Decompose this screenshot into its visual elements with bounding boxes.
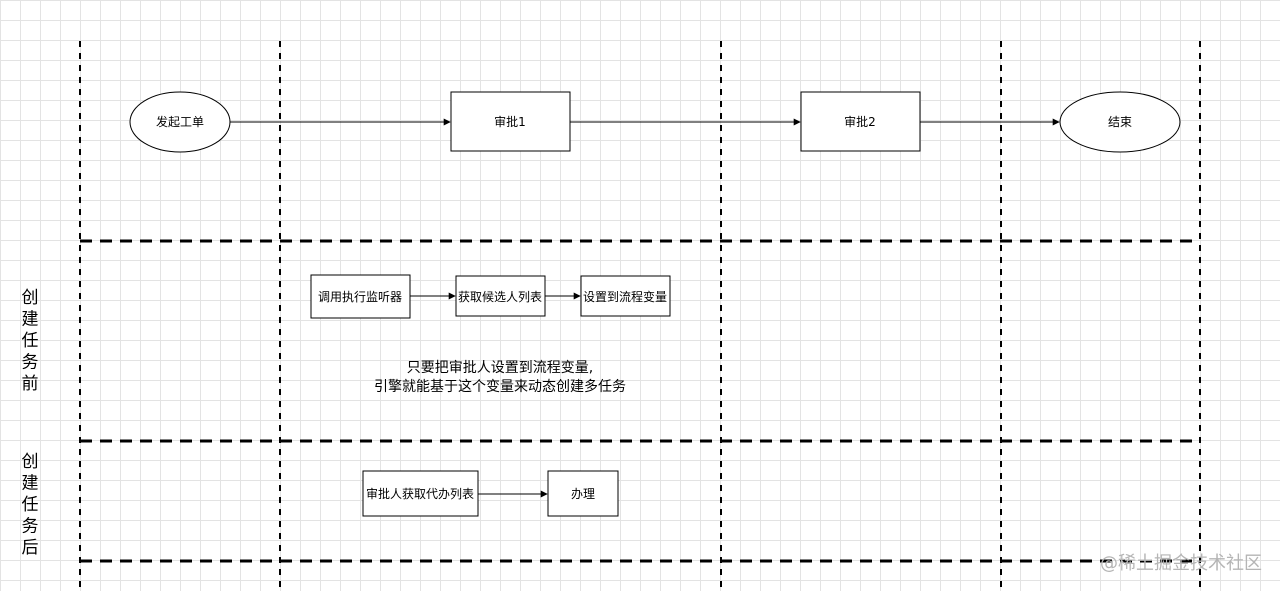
start-node-label: 发起工单: [156, 114, 204, 129]
listener-node-label: 调用执行监听器: [318, 290, 402, 304]
set-variable-node[interactable]: [580, 275, 671, 317]
handle-node-label: 办理: [571, 486, 595, 501]
horizontal-dividers: [80, 239, 1200, 563]
get-todo-node[interactable]: [362, 470, 479, 517]
get-candidates-node[interactable]: [455, 275, 546, 317]
get-candidates-node-label: 获取候选人列表: [458, 290, 542, 304]
end-node-label: 结束: [1108, 115, 1132, 129]
get-todo-node-label: 审批人获取代办列表: [366, 486, 474, 501]
listener-node[interactable]: [310, 274, 411, 319]
vertical-dividers: [79, 41, 1201, 591]
lane-label-text: 创建任务后: [22, 452, 39, 558]
end-node[interactable]: [1059, 91, 1181, 153]
approve1-node-label: 审批1: [494, 114, 526, 129]
approve2-node[interactable]: [800, 91, 921, 152]
note-line-2: 引擎就能基于这个变量来动态创建多任务: [374, 378, 626, 395]
watermark: @稀土掘金技术社区: [1100, 553, 1262, 574]
handle-node[interactable]: [547, 470, 619, 517]
lane-label-before: 创建任务前: [22, 288, 39, 394]
set-variable-node-label: 设置到流程变量: [583, 289, 667, 304]
approve2-node-label: 审批2: [844, 114, 876, 129]
lane-label-text: 创建任务前: [22, 288, 39, 394]
lane-label-after: 创建任务后: [22, 452, 39, 558]
note-line-1: 只要把审批人设置到流程变量,: [407, 360, 593, 376]
